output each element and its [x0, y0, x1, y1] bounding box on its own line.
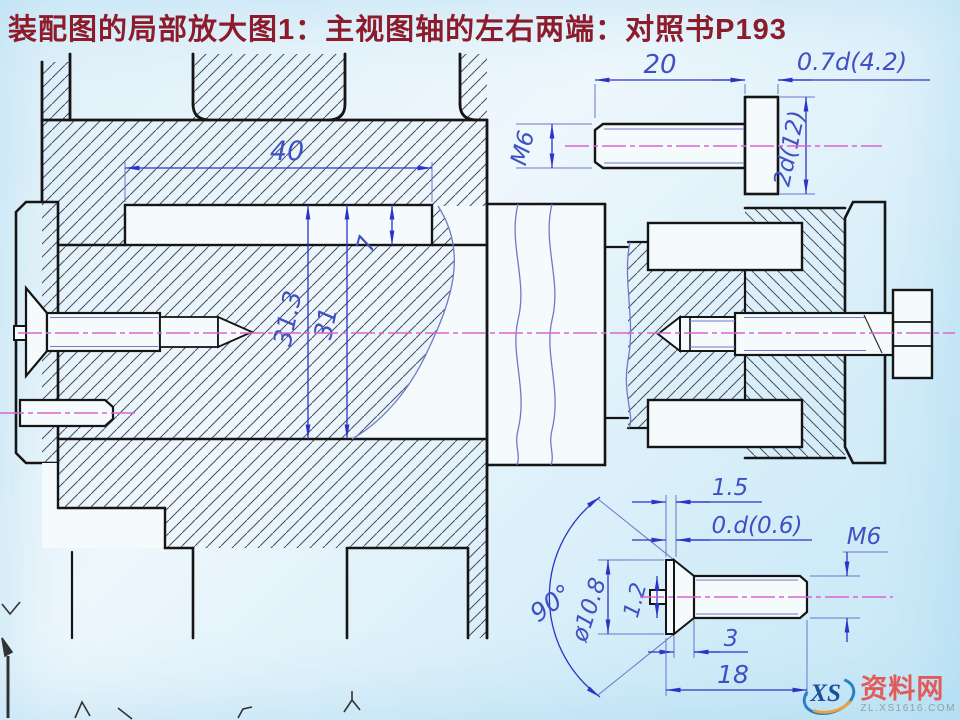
break-line [514, 203, 522, 466]
break-line [548, 203, 556, 466]
stud-detail: 20 0.7d(4.2) 2d(12) M6 [506, 48, 930, 196]
local-section-spline [351, 205, 456, 440]
shaft-unsectioned-area [352, 206, 487, 439]
fillet [326, 102, 347, 122]
cap-under-gap [42, 463, 58, 548]
watermark-site-url: ZL.XS1616.COM [860, 703, 956, 714]
dim-0d-label: 0.d(0.6) [711, 513, 802, 539]
right-screw-shank [733, 311, 895, 357]
screw-shank [692, 574, 809, 620]
washer-section [843, 200, 887, 465]
dim-dia108-label: ø10.8 [567, 575, 612, 646]
main-view [13, 52, 489, 640]
watermark-logo-text: XS [810, 680, 841, 707]
dim-arc-90 [548, 496, 601, 698]
margin-mark [1, 601, 21, 616]
dim-m6-screw-label: M6 [847, 524, 881, 550]
shaft-middle [489, 206, 605, 463]
dim-15-label: 1.5 [712, 475, 749, 501]
rim-strip-bottom [468, 548, 487, 638]
rim-strip-mid [193, 54, 345, 120]
thread-runout [863, 314, 883, 354]
left-screw-shank [45, 311, 162, 353]
margin-mark [343, 691, 361, 713]
margin-mark [74, 700, 91, 719]
local-section-spline [625, 241, 632, 429]
dim-07d-label: 0.7d(4.2) [797, 48, 907, 76]
drill-point [217, 315, 255, 349]
right-end-assembly [603, 200, 934, 467]
screw-detail: 90° 1.5 0.d(0.6) ø10.8 1.2 M6 [525, 475, 888, 698]
centerlines [0, 145, 955, 598]
shaft-break [485, 202, 607, 467]
watermark: XS 资料网 ZL.XS1616.COM [798, 670, 956, 720]
hex-head [891, 288, 934, 380]
end-cap-section [14, 200, 60, 465]
slide-title: 装配图的局部放大图1：主视图轴的左右两端：对照书P193 [8, 14, 787, 46]
dim-12-label: 1.2 [619, 580, 652, 620]
margin-mark [1, 637, 14, 658]
sleeve-upper [646, 221, 804, 272]
web-step-gap [58, 508, 165, 548]
dim-40-label: 40 [270, 136, 304, 167]
dim-20-label: 20 [643, 50, 676, 80]
dim-3-label: 3 [724, 626, 739, 652]
left-screw-thread-hole [159, 316, 219, 348]
fillet [458, 102, 479, 122]
right-screw-tip [679, 316, 736, 352]
sleeve-lower [646, 398, 804, 449]
margin-marks [1, 601, 361, 720]
rim-strip-right [460, 54, 487, 120]
dim-18-label: 18 [717, 660, 749, 689]
watermark-text: 资料网 ZL.XS1616.COM [860, 676, 956, 714]
rim-strip-left [42, 62, 70, 120]
watermark-logo-icon: XS [798, 670, 861, 720]
dim-90-label: 90° [525, 578, 578, 628]
dim-31-label: 31 [308, 305, 343, 342]
fillet [191, 102, 212, 122]
watermark-site-name: 资料网 [860, 674, 945, 704]
margin-mark [117, 707, 133, 720]
dim-m6-stud-label: M6 [506, 128, 540, 168]
margin-mark [237, 706, 253, 719]
key-section [123, 203, 434, 247]
